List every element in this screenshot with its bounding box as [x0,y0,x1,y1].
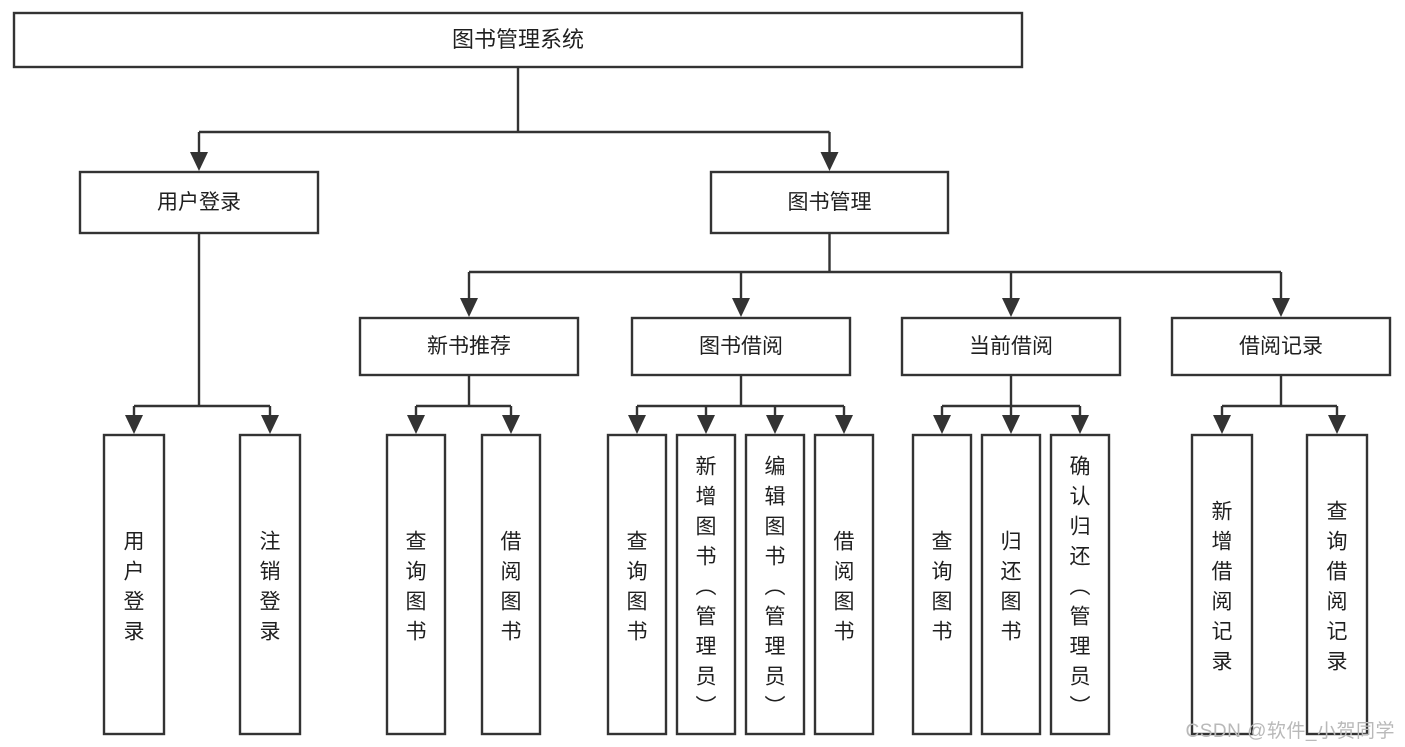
node-label: 新增图书︵管理员︶ [696,456,717,719]
node-rect [480,433,542,736]
leaf-node-leaf-confirm-return[interactable]: 确认归还︵管理员︶ [1049,433,1111,736]
node-label: 查询图书 [627,531,648,644]
node-rect [385,433,447,736]
node-rect [630,316,852,377]
leaf-node-leaf-add-book[interactable]: 新增图书︵管理员︶ [675,433,737,736]
node-label: 归还图书 [1001,531,1022,644]
leaf-node-leaf-logout[interactable]: 注销登录 [238,433,302,736]
arrow-to-leaf-user-login [125,415,143,434]
node-label: 借阅记录 [1239,335,1323,358]
connector-layer [125,67,1346,434]
arrow-to-leaf-return-book [1002,415,1020,434]
leaf-node-leaf-query-book-3[interactable]: 查询图书 [911,433,973,736]
arrow-to-borrow-record [1272,298,1290,317]
leaf-node-leaf-borrow-book-2[interactable]: 借阅图书 [813,433,875,736]
node-label: 当前借阅 [969,335,1053,358]
leaf-node-leaf-return-book[interactable]: 归还图书 [980,433,1042,736]
arrow-to-leaf-add-record [1213,415,1231,434]
node-rect [911,433,973,736]
level2-node-user-login[interactable]: 用户登录 [78,170,320,235]
node-rect [238,433,302,736]
node-label: 借阅图书 [501,531,522,644]
leaf-node-leaf-user-login[interactable]: 用户登录 [102,433,166,736]
node-label: 新书推荐 [427,335,511,358]
leaf-node-leaf-add-record[interactable]: 新增借阅记录 [1190,433,1254,736]
node-rect [358,316,580,377]
node-label: 确认归还︵管理员︶ [1070,456,1091,719]
leaf-node-leaf-borrow-book-1[interactable]: 借阅图书 [480,433,542,736]
arrow-to-leaf-query-record [1328,415,1346,434]
node-rect [78,170,320,235]
arrow-to-new-book-recommend [460,298,478,317]
leaf-node-leaf-query-record[interactable]: 查询借阅记录 [1305,433,1369,736]
leaf-node-leaf-query-book-2[interactable]: 查询图书 [606,433,668,736]
leaf-node-leaf-query-book-1[interactable]: 查询图书 [385,433,447,736]
node-rect [980,433,1042,736]
leaf-node-leaf-edit-book[interactable]: 编辑图书︵管理员︶ [744,433,806,736]
node-label: 图书管理 [788,191,872,214]
node-label: 用户登录 [157,191,241,214]
node-rect [1049,433,1111,736]
level3-node-new-book-recommend[interactable]: 新书推荐 [358,316,580,377]
arrow-to-leaf-query-book-3 [933,415,951,434]
node-rect [12,11,1024,69]
node-label: 图书管理系统 [452,27,584,52]
level3-node-book-borrow[interactable]: 图书借阅 [630,316,852,377]
node-rect [1170,316,1392,377]
node-rect [900,316,1122,377]
arrow-to-current-borrow [1002,298,1020,317]
arrow-to-leaf-add-book [697,415,715,434]
node-rect [1190,433,1254,736]
arrow-to-book-manage [820,152,839,171]
node-rect [813,433,875,736]
node-label: 查询图书 [932,531,953,644]
arrow-to-leaf-query-book-2 [628,415,646,434]
node-label: 新增借阅记录 [1212,501,1233,674]
root-node-undefined[interactable]: 图书管理系统 [12,11,1024,69]
node-rect [744,433,806,736]
level3-node-current-borrow[interactable]: 当前借阅 [900,316,1122,377]
arrow-to-leaf-borrow-book-2 [835,415,853,434]
arrow-to-leaf-borrow-book-1 [502,415,520,434]
node-label: 图书借阅 [699,335,783,358]
node-layer: 图书管理系统用户登录图书管理新书推荐图书借阅当前借阅借阅记录用户登录注销登录查询… [12,11,1392,736]
node-rect [675,433,737,736]
arrow-to-leaf-edit-book [766,415,784,434]
arrow-to-leaf-query-book-1 [407,415,425,434]
node-rect [1305,433,1369,736]
node-label: 用户登录 [124,531,145,644]
node-label: 注销登录 [260,531,281,644]
level2-node-book-manage[interactable]: 图书管理 [709,170,950,235]
arrow-to-leaf-logout [261,415,279,434]
node-label: 查询借阅记录 [1327,501,1348,674]
node-label: 借阅图书 [834,531,855,644]
node-rect [709,170,950,235]
arrow-to-leaf-confirm-return [1071,415,1089,434]
node-label: 查询图书 [406,531,427,644]
arrow-to-user-login [190,152,208,171]
level3-node-borrow-record[interactable]: 借阅记录 [1170,316,1392,377]
node-rect [606,433,668,736]
node-label: 编辑图书︵管理员︶ [765,456,786,719]
arrow-to-book-borrow [732,298,750,317]
node-rect [102,433,166,736]
